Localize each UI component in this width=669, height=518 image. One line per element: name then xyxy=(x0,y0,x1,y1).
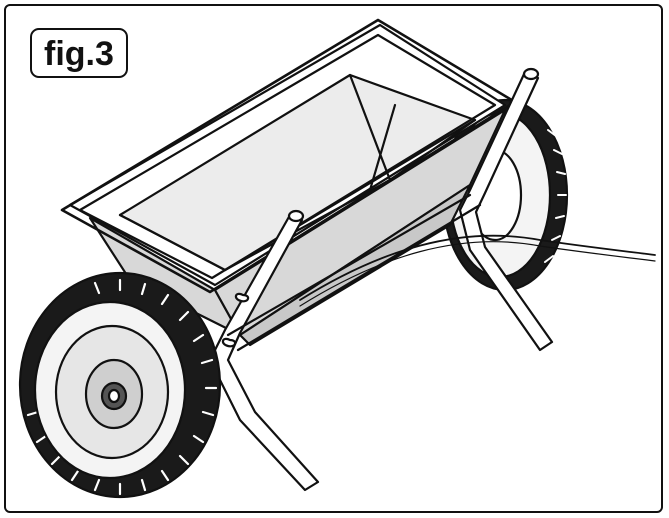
handle-frame xyxy=(208,67,554,492)
figure-label: fig.3 xyxy=(30,28,128,78)
control-cable xyxy=(299,234,656,301)
left-wheel xyxy=(18,271,222,499)
